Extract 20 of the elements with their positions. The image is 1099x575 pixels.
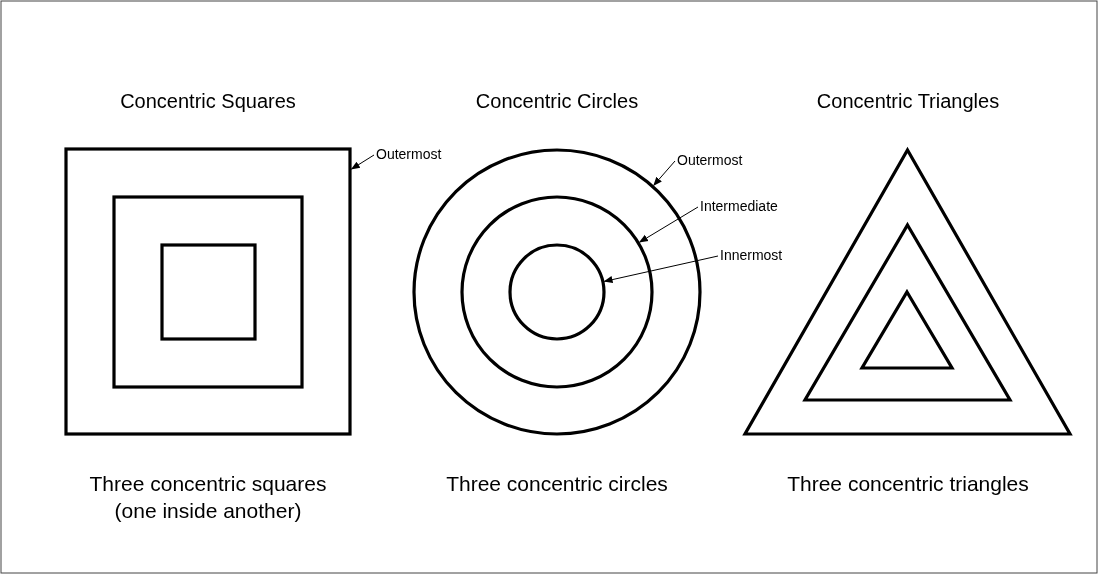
heading: Concentric Squares — [119, 89, 297, 114]
leader-arrow — [653, 160, 676, 186]
heading: Concentric Triangles — [815, 89, 1001, 114]
leader-arrow — [603, 255, 719, 284]
callout-label: Intermediate — [700, 198, 778, 214]
callout-label: Innermost — [720, 247, 783, 263]
circle-outline — [462, 197, 652, 387]
heading: Concentric Circles — [474, 89, 640, 114]
leader-arrow — [638, 206, 699, 243]
caption: Three concentric triangles — [786, 471, 1030, 497]
square-outline — [162, 245, 255, 339]
circle-outline — [510, 245, 604, 339]
square-outline — [66, 149, 350, 434]
callout-label: Outermost — [376, 146, 442, 162]
square-outline — [114, 197, 302, 387]
caption: Three concentric squares (one inside another) — [88, 471, 328, 524]
callout-label: Outermost — [677, 152, 743, 168]
leader-arrow — [350, 154, 375, 170]
caption: Three concentric circles — [445, 471, 669, 497]
triangle-outline — [862, 292, 952, 368]
